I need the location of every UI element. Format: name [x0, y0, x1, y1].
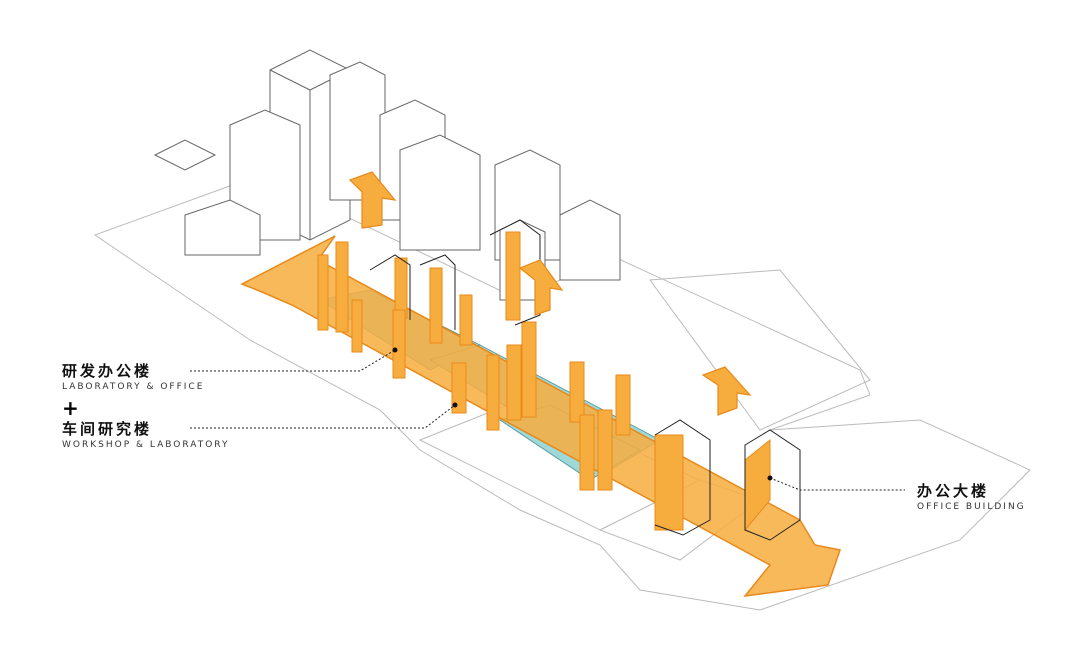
label-office-building: 办公大楼 OFFICE BUILDING: [917, 480, 1026, 512]
label-en: LABORATORY & OFFICE: [62, 382, 205, 392]
up-arrow-icon: [348, 171, 397, 229]
leader-dots: [392, 347, 773, 481]
label-workshop-lab: 车间研究楼 WORKSHOP & LABORATORY: [62, 418, 229, 450]
label-cn: 研发办公楼: [62, 362, 153, 380]
up-arrow-icon: [518, 259, 564, 316]
leader-lines: [190, 349, 905, 491]
building-outlines: [369, 219, 801, 541]
plus-sign: +: [62, 396, 79, 420]
label-en: OFFICE BUILDING: [917, 502, 1026, 512]
label-cn: 办公大楼: [917, 482, 990, 500]
building-volumes: [317, 231, 771, 532]
background-buildings: [153, 49, 621, 301]
label-lab-office: 研发办公楼 LABORATORY & OFFICE: [62, 360, 204, 392]
up-arrows: [348, 171, 752, 416]
label-cn: 车间研究楼: [62, 420, 153, 438]
label-en: WORKSHOP & LABORATORY: [62, 440, 230, 450]
up-arrow-icon: [701, 366, 752, 416]
